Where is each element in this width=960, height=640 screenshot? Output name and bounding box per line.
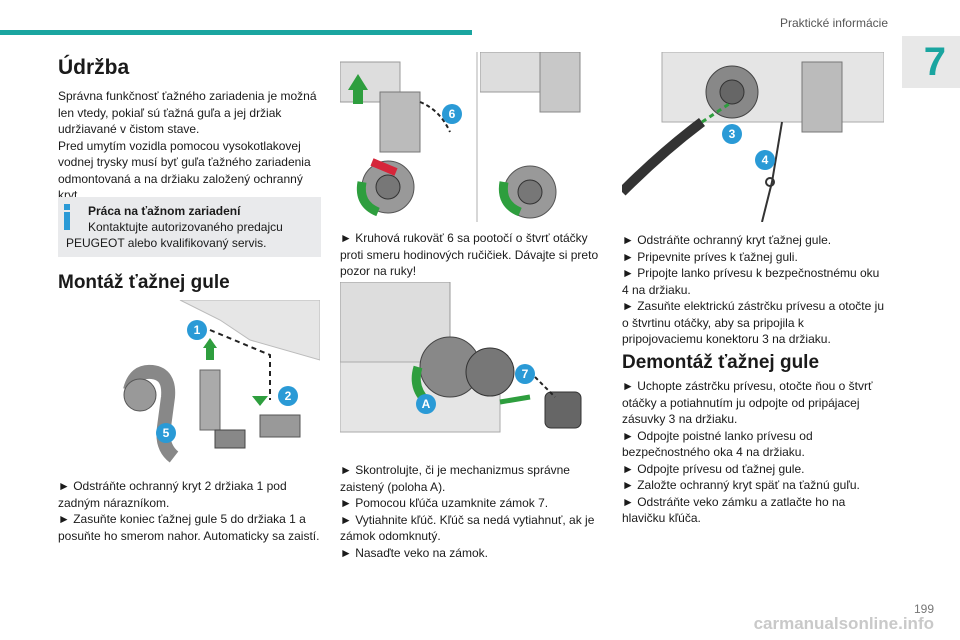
para-maintenance-1: Správna funkčnosť ťažného zariadenia je … — [58, 89, 317, 136]
chapter-tab — [902, 36, 960, 88]
steps-c: ► Skontrolujte, či je mechanizmus správn… — [340, 462, 605, 561]
figure-divider — [476, 52, 478, 222]
callout-1-text: 1 — [194, 323, 201, 337]
step-e-1: ► Uchopte zástrčku prívesu, otočte ňou o… — [622, 379, 873, 426]
figure-trailer-connect: 3 4 — [622, 52, 884, 222]
info-box: Práca na ťažnom zariadení Kontaktujte au… — [58, 197, 321, 257]
callout-3 — [722, 124, 742, 144]
header-rule — [0, 30, 472, 35]
callout-6-text: 6 — [449, 107, 456, 121]
info-title: Práca na ťažnom zariadení — [88, 204, 241, 218]
callout-A — [416, 394, 436, 414]
figure-towbar-install: 1 2 5 — [100, 300, 320, 470]
info-icon — [64, 204, 70, 230]
step-c-4: ► Nasaďte veko na zámok. — [340, 545, 488, 560]
step-d-4: ► Zasuňte elektrickú zástrčku prívesu a … — [622, 299, 884, 346]
step-d-3: ► Pripojte lanko prívesu k bezpečnostném… — [622, 266, 880, 297]
figure-handle-rotate-1: 6 — [340, 52, 472, 222]
callout-7 — [515, 364, 535, 384]
heading-maintenance: Údržba — [58, 56, 130, 79]
callout-1 — [187, 320, 207, 340]
figure-handle-rotate-2 — [480, 52, 604, 222]
steps-b: ► Kruhová rukoväť 6 sa pootočí o štvrť o… — [340, 230, 602, 280]
callout-4 — [755, 150, 775, 170]
step-c-2: ► Pomocou kľúča uzamknite zámok 7. — [340, 496, 549, 510]
watermark: carmanualsonline.info — [753, 614, 934, 633]
step-a-2: ► Zasuňte koniec ťažnej gule 5 do držiak… — [58, 512, 320, 543]
step-c-1: ► Skontrolujte, či je mechanizmus správn… — [340, 463, 570, 494]
steps-a: ► Odstráňte ochranný kryt 2 držiaka 1 po… — [58, 478, 323, 544]
column-1: Údržba Správna funkčnosť ťažného zariade… — [58, 56, 323, 204]
step-d-1: ► Odstráňte ochranný kryt ťažnej gule. — [622, 233, 832, 247]
step-e-5: ► Odstráňte veko zámku a zatlačte ho na … — [622, 494, 846, 526]
info-text: Kontaktujte autorizovaného predajcu PEUG… — [66, 220, 283, 250]
heading-disassembly: Demontáž ťažnej gule — [622, 352, 820, 373]
callout-2-text: 2 — [285, 389, 292, 403]
section-title: Praktické informácie — [779, 16, 888, 30]
step-e-2: ► Odpojte poistné lanko prívesu od bezpe… — [622, 428, 813, 460]
step-e-4: ► Založte ochranný kryt späť na ťažnú gu… — [622, 478, 860, 492]
steps-e: ► Uchopte zástrčku prívesu, otočte ňou o… — [622, 378, 884, 527]
step-c-3: ► Vytiahnite kľúč. Kľúč sa nedá vytiahnu… — [340, 512, 595, 544]
callout-5-text: 5 — [163, 426, 170, 440]
heading-assembly: Montáž ťažnej gule — [58, 272, 230, 293]
steps-d: ► Odstráňte ochranný kryt ťažnej gule. ►… — [622, 232, 884, 348]
step-a-1: ► Odstráňte ochranný kryt 2 držiaka 1 po… — [58, 479, 287, 510]
step-d-2: ► Pripevnite príves k ťažnej guli. — [622, 249, 798, 264]
callout-A-text: A — [422, 397, 431, 411]
callout-4-text: 4 — [762, 153, 769, 167]
para-maintenance-2: Pred umytím vozidla pomocou vysokotlakov… — [58, 138, 311, 203]
step-e-3: ► Odpojte prívesu od ťažnej gule. — [622, 461, 805, 476]
callout-6 — [442, 104, 462, 124]
figure-lock: 7 A — [340, 282, 602, 452]
callout-3-text: 3 — [729, 127, 736, 141]
callout-2 — [278, 386, 298, 406]
callout-7-text: 7 — [522, 367, 529, 381]
callout-5 — [156, 423, 176, 443]
step-b-1: ► Kruhová rukoväť 6 sa pootočí o štvrť o… — [340, 231, 599, 278]
page-number: 199 — [913, 602, 934, 616]
chapter-number: 7 — [923, 40, 946, 84]
